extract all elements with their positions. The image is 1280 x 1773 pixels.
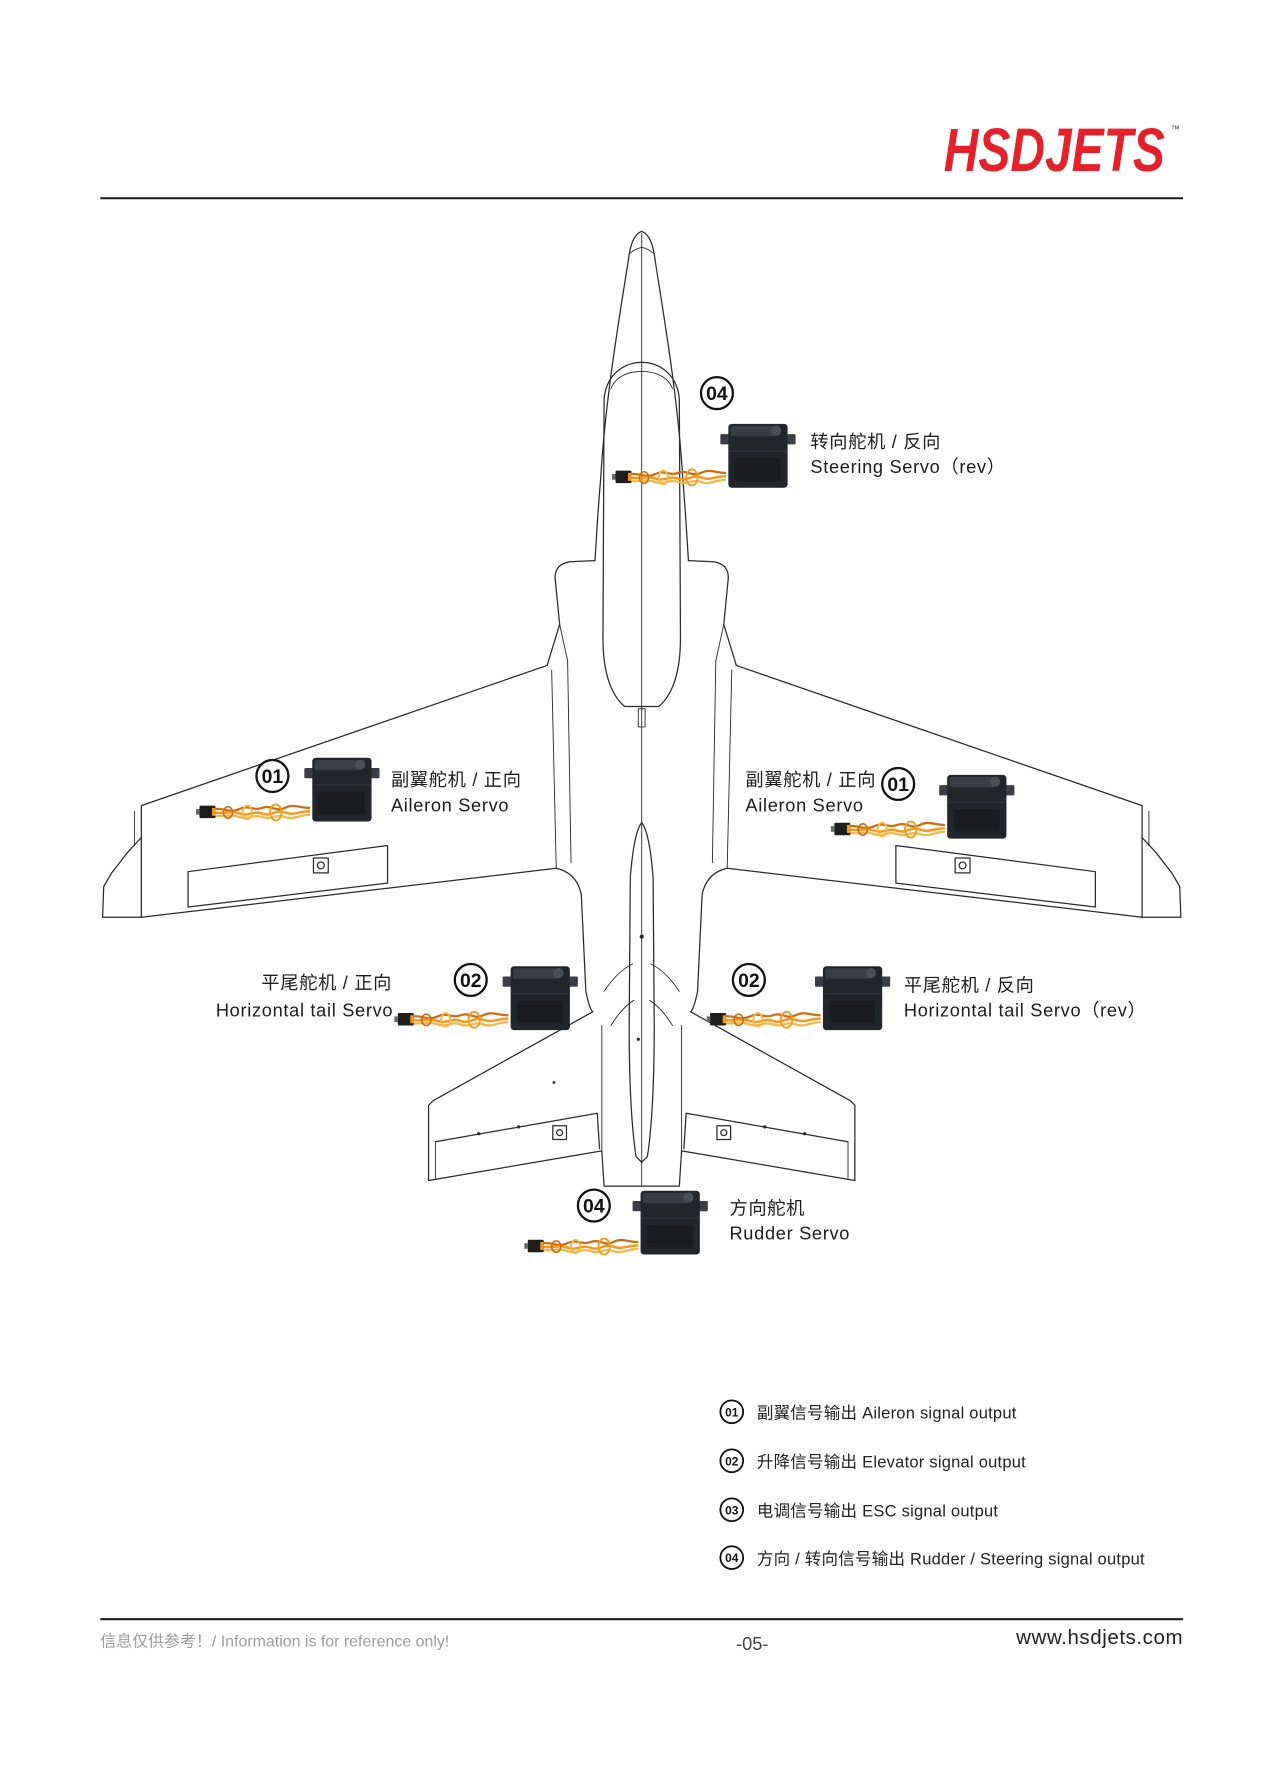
legend-badge: 01	[725, 1405, 739, 1419]
signal-legend: 01 副翼信号输出 Aileron signal output 02 升降信号输…	[719, 1399, 1145, 1570]
callout-badge: 01	[255, 758, 290, 794]
callout-aileron-right: 副翼舵机 / 正向 Aileron Servo 01	[745, 766, 1015, 840]
website-text: www.hsdjets.com	[1015, 1626, 1183, 1649]
callout-title-en: Aileron Servo	[391, 794, 509, 815]
callout-htail-left: 平尾舵机 / 正向 Horizontal tail Servo 02	[216, 962, 579, 1031]
servo-cable-icon	[393, 1010, 510, 1030]
fuselage-marker	[637, 708, 646, 728]
legend-badge: 04	[725, 1551, 739, 1565]
logo-text: HSDJETS	[944, 116, 1165, 185]
servo-cable-icon	[523, 1237, 640, 1256]
legend-text: 升降信号输出 Elevator signal output	[757, 1453, 1026, 1472]
callout-title-en: Aileron Servo	[745, 794, 863, 815]
callout-aileron-left: 01 副翼舵机 / 正向 Aileron Servo	[194, 757, 522, 823]
servo-cable-icon	[705, 1010, 822, 1030]
svg-text:02: 02	[460, 970, 482, 992]
callout-title-en: Horizontal tail Servo	[216, 999, 393, 1020]
callout-badge: 02	[731, 962, 766, 998]
callout-badge: 04	[699, 376, 735, 411]
aircraft-diagram	[101, 230, 1182, 1187]
callout-title-cn: 平尾舵机 / 正向	[261, 972, 392, 993]
callout-title-cn: 副翼舵机 / 正向	[745, 769, 876, 790]
footer-disclaimer: 信息仅供参考！/ Information is for reference on…	[100, 1633, 449, 1651]
stab-dot	[552, 1081, 556, 1084]
legend-item: 04 方向 / 转向信号输出 Rudder / Steering signal …	[719, 1545, 1145, 1570]
svg-text:02: 02	[738, 970, 760, 992]
svg-text:04: 04	[706, 383, 728, 405]
legend-text: 副翼信号输出 Aileron signal output	[757, 1404, 1017, 1423]
legend-item: 02 升降信号输出 Elevator signal output	[719, 1448, 1026, 1474]
servo-cable-icon	[194, 803, 312, 822]
callout-title-en: Steering Servo（rev）	[810, 456, 1005, 477]
callout-badge: 02	[453, 962, 488, 998]
legend-text: 方向 / 转向信号输出 Rudder / Steering signal out…	[757, 1549, 1145, 1568]
page-number: -05-	[736, 1633, 768, 1654]
legend-badge: 03	[725, 1503, 739, 1517]
legend-badge: 02	[725, 1454, 739, 1468]
trademark-mark: ™	[1171, 124, 1180, 134]
callout-badge: 01	[881, 766, 916, 802]
servo-cable-icon	[610, 468, 728, 487]
svg-text:04: 04	[583, 1195, 605, 1217]
legend-item: 03 电调信号输出 ESC signal output	[719, 1497, 999, 1523]
callout-title-cn: 转向舵机 / 反向	[810, 431, 941, 452]
aircraft-right-half	[641, 230, 1182, 1187]
callout-title-cn: 方向舵机	[729, 1198, 805, 1219]
brand-logo: HSDJETS ™	[944, 116, 1180, 185]
legend-text: 电调信号输出 ESC signal output	[757, 1502, 999, 1521]
callout-steering: 04 转向舵机 / 反向 Steering Servo（rev）	[610, 376, 1005, 489]
fin-dot	[639, 934, 644, 939]
callout-title-cn: 副翼舵机 / 正向	[391, 769, 522, 790]
legend-item: 01 副翼信号输出 Aileron signal output	[719, 1399, 1017, 1425]
callout-title-cn: 平尾舵机 / 反向	[904, 974, 1035, 995]
servo-cable-icon	[829, 820, 947, 839]
svg-text:01: 01	[887, 774, 909, 796]
svg-text:01: 01	[262, 766, 284, 788]
callout-title-en: Horizontal tail Servo（rev）	[904, 999, 1147, 1020]
fin-dot	[636, 1037, 640, 1041]
servo-icon	[194, 757, 381, 823]
callout-htail-right: 02 平尾舵机 / 反向 Horizontal tail Servo（rev）	[705, 962, 1147, 1031]
callout-rudder: 04 方向舵机 Rudder Servo	[523, 1188, 850, 1256]
callout-title-en: Rudder Servo	[729, 1223, 850, 1244]
servo-icon	[610, 423, 797, 489]
aircraft-left-half	[101, 230, 643, 1187]
callout-badge: 04	[576, 1188, 611, 1223]
servo-icon	[523, 1190, 709, 1256]
